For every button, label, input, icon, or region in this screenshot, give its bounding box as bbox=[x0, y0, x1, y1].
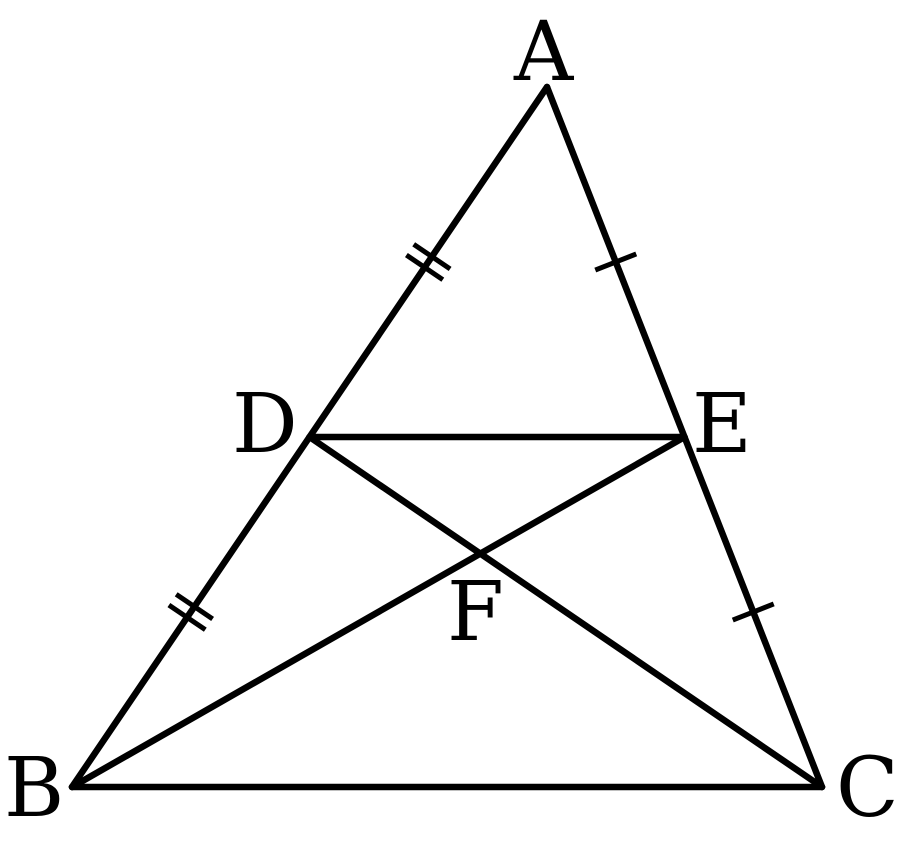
tick-mark bbox=[404, 252, 445, 282]
tick-mark bbox=[731, 601, 775, 623]
point-label-c: C bbox=[836, 741, 899, 836]
segment-dc bbox=[306, 433, 826, 791]
tick-mark bbox=[174, 592, 215, 622]
point-label-b: B bbox=[4, 741, 65, 836]
equal-mark-ec bbox=[731, 601, 775, 623]
tick-mark bbox=[594, 251, 638, 273]
point-label-e: E bbox=[692, 377, 752, 472]
point-label-d: D bbox=[232, 377, 298, 472]
equal-mark-ae bbox=[594, 251, 638, 273]
tick-mark bbox=[412, 242, 452, 272]
equal-mark-db bbox=[167, 592, 215, 632]
segment-be bbox=[68, 433, 688, 791]
point-label-f: F bbox=[447, 565, 504, 660]
point-label-a: A bbox=[514, 5, 574, 100]
tick-mark bbox=[167, 602, 207, 632]
equal-mark-ad bbox=[404, 242, 452, 282]
